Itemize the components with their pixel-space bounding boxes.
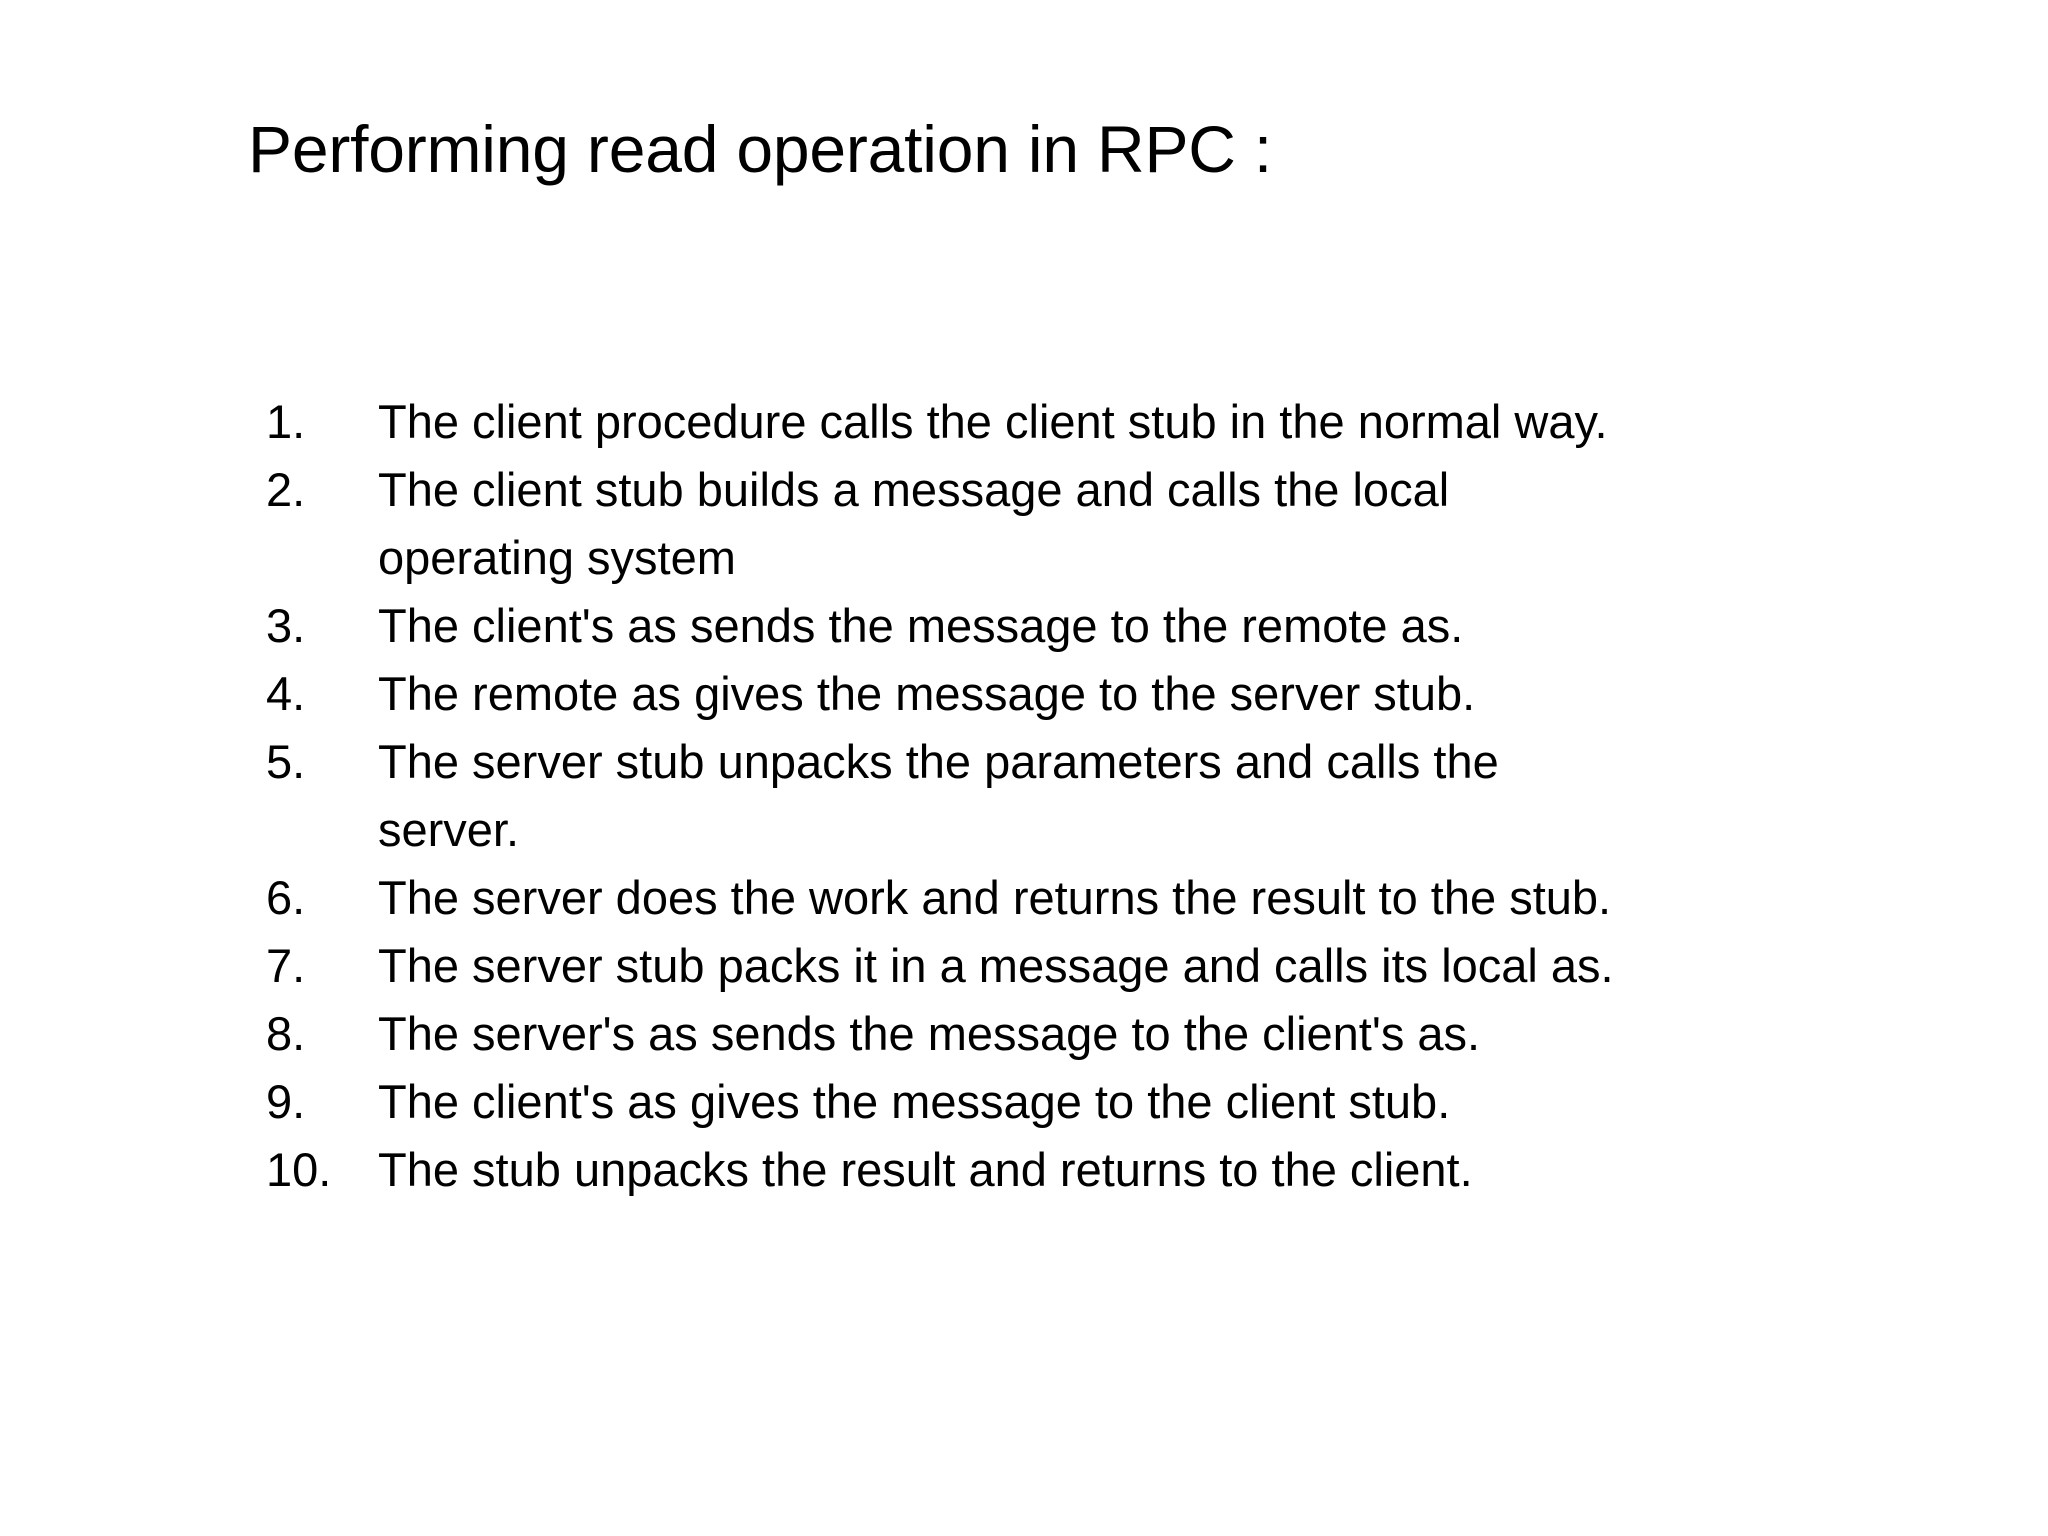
list-item-line: The server stub unpacks the parameters a… bbox=[378, 735, 1499, 788]
list-item-line: The remote as gives the message to the s… bbox=[378, 667, 1476, 720]
list-item: 10. The stub unpacks the result and retu… bbox=[266, 1136, 1826, 1204]
list-item-line: The client's as gives the message to the… bbox=[378, 1075, 1451, 1128]
list-item-line: operating system bbox=[378, 531, 736, 584]
list-item-number: 3. bbox=[266, 599, 306, 652]
list-item-text: The remote as gives the message to the s… bbox=[378, 660, 1826, 728]
list-item-text: The client procedure calls the client st… bbox=[378, 388, 1826, 456]
list-item-line: The server stub packs it in a message an… bbox=[378, 939, 1614, 992]
list-item-line: The server's as sends the message to the… bbox=[378, 1007, 1481, 1060]
list-item: 5. The server stub unpacks the parameter… bbox=[266, 728, 1826, 864]
list-item-number: 9. bbox=[266, 1075, 306, 1128]
list-item-number: 7. bbox=[266, 939, 306, 992]
list-item-number: 5. bbox=[266, 735, 306, 788]
list-item-text: The client's as sends the message to the… bbox=[378, 592, 1826, 660]
list-item-line: The client procedure calls the client st… bbox=[378, 395, 1608, 448]
list-item: 7. The server stub packs it in a message… bbox=[266, 932, 1826, 1000]
list-item: 9. The client's as gives the message to … bbox=[266, 1068, 1826, 1136]
list-item-text: The server does the work and returns the… bbox=[378, 864, 1826, 932]
list-item-number: 10. bbox=[266, 1143, 332, 1196]
list-item-text: The server stub packs it in a message an… bbox=[378, 932, 1826, 1000]
list-item-number: 8. bbox=[266, 1007, 306, 1060]
page-title: Performing read operation in RPC : bbox=[248, 112, 1273, 186]
list-item-text: The client stub builds a message and cal… bbox=[378, 456, 1826, 592]
list-item: 3. The client's as sends the message to … bbox=[266, 592, 1826, 660]
list-item: 4. The remote as gives the message to th… bbox=[266, 660, 1826, 728]
numbered-step-list: 1. The client procedure calls the client… bbox=[266, 388, 1826, 1204]
list-item: 8. The server's as sends the message to … bbox=[266, 1000, 1826, 1068]
list-item-number: 4. bbox=[266, 667, 306, 720]
list-item: 2. The client stub builds a message and … bbox=[266, 456, 1826, 592]
list-item-line: server. bbox=[378, 803, 520, 856]
list-item-line: The client's as sends the message to the… bbox=[378, 599, 1464, 652]
list-item: 6. The server does the work and returns … bbox=[266, 864, 1826, 932]
list-item-line: The stub unpacks the result and returns … bbox=[378, 1143, 1473, 1196]
list-item-text: The server's as sends the message to the… bbox=[378, 1000, 1826, 1068]
list-item-number: 1. bbox=[266, 395, 306, 448]
list-item-line: The server does the work and returns the… bbox=[378, 871, 1612, 924]
list-item-line: The client stub builds a message and cal… bbox=[378, 463, 1450, 516]
list-item-text: The stub unpacks the result and returns … bbox=[378, 1136, 1826, 1204]
list-item-text: The server stub unpacks the parameters a… bbox=[378, 728, 1826, 864]
list-item-text: The client's as gives the message to the… bbox=[378, 1068, 1826, 1136]
list-item-number: 2. bbox=[266, 463, 306, 516]
list-item-number: 6. bbox=[266, 871, 306, 924]
list-item: 1. The client procedure calls the client… bbox=[266, 388, 1826, 456]
